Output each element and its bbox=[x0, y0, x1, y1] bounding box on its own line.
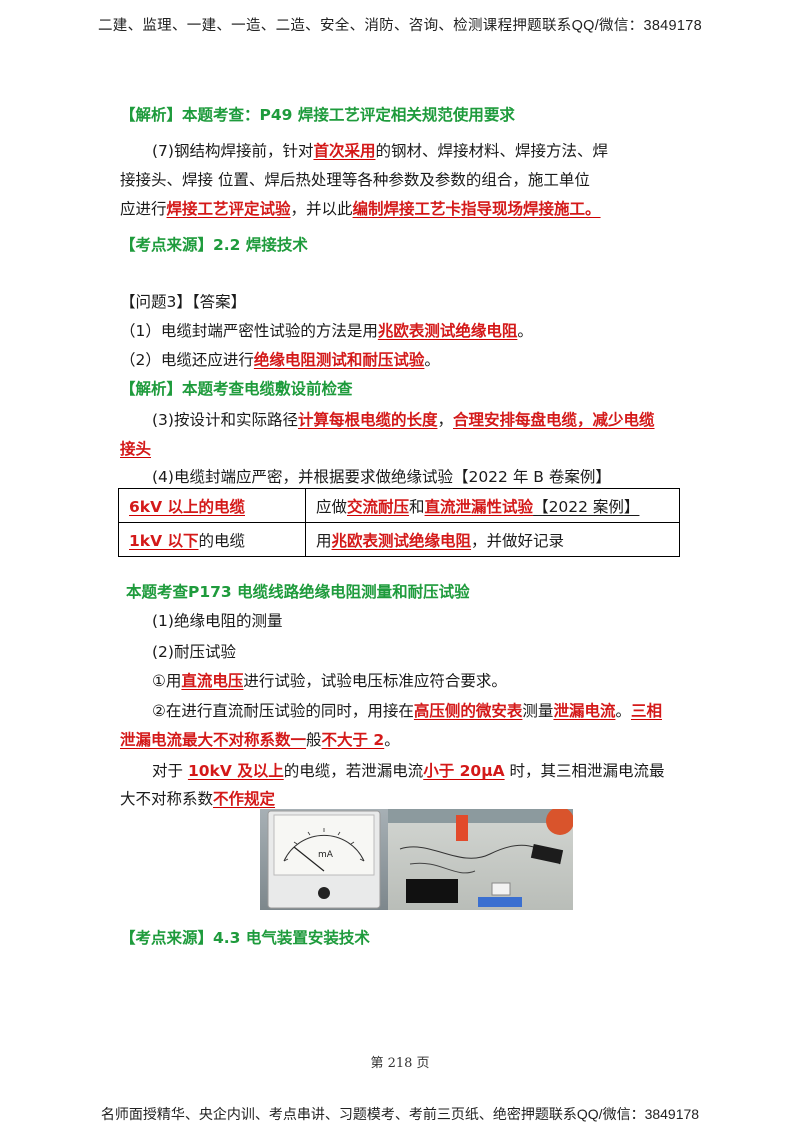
text: 的电缆，若泄漏电流 bbox=[283, 762, 424, 780]
paragraph-welding-line3: 应进行焊接工艺评定试验，并以此编制焊接工艺卡指导现场焊接施工。 bbox=[120, 197, 601, 221]
highlight-three-phase: 三相 bbox=[630, 702, 662, 720]
source-heading-electrical: 【考点来源】4.3 电气装置安装技术 bbox=[120, 929, 370, 947]
item-leakage-line1: ②在进行直流耐压试验的同时，用接在高压侧的微安表测量泄漏电流。三相 bbox=[152, 699, 662, 723]
highlight-procedure-qualification: 焊接工艺评定试验 bbox=[166, 200, 291, 218]
cable-test-table: 6kV 以上的电缆 应做交流耐压和直流泄漏性试验【2022 案例】 1kV 以下… bbox=[118, 488, 680, 557]
highlight-welding-card: 编制焊接工艺卡指导现场焊接施工。 bbox=[352, 200, 601, 218]
highlight-microammeter: 高压侧的微安表 bbox=[413, 702, 523, 720]
text: ①用 bbox=[152, 672, 182, 690]
text: ，并以此 bbox=[290, 200, 353, 218]
text: （1）电缆封端严密性试验的方法是用 bbox=[120, 322, 378, 340]
highlight-10kv: 10kV 及以上 bbox=[187, 762, 284, 780]
highlight-reduce-joints: 合理安排每盘电缆，减少电缆 bbox=[453, 411, 655, 429]
highlight-6kv: 6kV 以上的电缆 bbox=[129, 497, 245, 516]
meter-photo-illustration: mA bbox=[260, 809, 573, 910]
table-row: 6kV 以上的电缆 应做交流耐压和直流泄漏性试验【2022 案例】 bbox=[118, 488, 680, 523]
text: ， bbox=[437, 411, 453, 429]
text: 对于 bbox=[152, 762, 188, 780]
highlight-not-specified: 不作规定 bbox=[213, 790, 276, 808]
highlight-20ua: 小于 20μA bbox=[423, 762, 505, 780]
table-cell: 1kV 以下的电缆 bbox=[118, 522, 306, 557]
test-equipment-photo: mA bbox=[260, 809, 573, 910]
highlight-first-use: 首次采用 bbox=[313, 142, 376, 160]
dial-ticks bbox=[283, 828, 365, 862]
text: 。 bbox=[424, 351, 440, 369]
highlight-asymmetry: 泄漏电流最大不对称系数一 bbox=[120, 731, 307, 749]
black-device bbox=[530, 844, 564, 864]
test-cable bbox=[409, 862, 476, 874]
source-heading-welding: 【考点来源】2.2 焊接技术 bbox=[120, 236, 308, 254]
text: 大不对称系数 bbox=[120, 790, 214, 808]
highlight-leakage-current: 泄漏电流 bbox=[553, 702, 616, 720]
topic-heading-p173: 本题考查P173 电缆线路绝缘电阻测量和耐压试验 bbox=[126, 583, 470, 601]
page-footer: 名师面授精华、央企内训、考点串讲、习题模考、考前三页纸、绝密押题联系QQ/微信：… bbox=[100, 1106, 700, 1122]
text: (7)钢结构焊接前，针对 bbox=[152, 142, 314, 160]
highlight-ac-withstand: 交流耐压 bbox=[347, 497, 410, 516]
highlight-megger: 兆欧表测试绝缘电阻 bbox=[377, 322, 518, 340]
text: 应做 bbox=[316, 497, 348, 516]
text: (3)按设计和实际路径 bbox=[152, 411, 298, 429]
text: 。 bbox=[615, 702, 631, 720]
highlight-dc-leakage: 直流泄漏性试验 bbox=[424, 497, 534, 516]
orange-cylinder bbox=[456, 815, 468, 841]
highlight-cable-length: 计算每根电缆的长度 bbox=[297, 411, 438, 429]
ammeter-dial bbox=[273, 814, 375, 876]
highlight-dc-voltage: 直流电压 bbox=[181, 672, 244, 690]
text: 。 bbox=[517, 322, 533, 340]
orange-object bbox=[546, 809, 573, 835]
blue-connector bbox=[478, 897, 522, 907]
text: 。 bbox=[384, 731, 400, 749]
highlight-joints: 接头 bbox=[120, 440, 152, 458]
cable-point-4: (4)电缆封端应严密，并根据要求做绝缘试验【2022 年 B 卷案例】 bbox=[152, 468, 611, 486]
item-insulation-measure: (1)绝缘电阻的测量 bbox=[152, 612, 283, 630]
item-leakage-line2: 泄漏电流最大不对称系数一般不大于 2。 bbox=[120, 728, 400, 752]
text: 进行试验，试验电压标准应符合要求。 bbox=[243, 672, 507, 690]
table-cell: 6kV 以上的电缆 bbox=[118, 488, 306, 523]
question3-title: 【问题3】【答案】 bbox=[120, 293, 247, 311]
cable-point-3-line2: 接头 bbox=[120, 437, 151, 461]
zero-adjust-knob bbox=[318, 887, 330, 899]
case-ref: 【2022 案例】 bbox=[533, 497, 640, 516]
text: 般 bbox=[306, 731, 322, 749]
text: 时，其三相泄漏电流最 bbox=[504, 762, 665, 780]
analysis-heading-welding: 【解析】本题考查：P49 焊接工艺评定相关规范使用要求 bbox=[120, 106, 515, 124]
answer-2: （2）电缆还应进行绝缘电阻测试和耐压试验。 bbox=[120, 348, 440, 372]
item-withstand-test: (2)耐压试验 bbox=[152, 643, 236, 661]
item-10kv-line2: 大不对称系数不作规定 bbox=[120, 787, 275, 811]
text: 测量 bbox=[522, 702, 554, 720]
text: 和 bbox=[409, 497, 425, 516]
page-header: 二建、监理、一建、一造、二造、安全、消防、咨询、检测课程押题联系QQ/微信：38… bbox=[97, 18, 703, 34]
highlight-not-exceed-2: 不大于 2 bbox=[321, 731, 385, 749]
table-cell: 应做交流耐压和直流泄漏性试验【2022 案例】 bbox=[305, 488, 680, 523]
dial-scale-arc bbox=[283, 834, 365, 862]
highlight-1kv: 1kV 以下 bbox=[129, 531, 199, 550]
text: ，并做好记录 bbox=[471, 531, 565, 550]
text: 的钢材、焊接材料、焊接方法、焊 bbox=[375, 142, 608, 160]
text: 用 bbox=[316, 531, 332, 550]
black-panel bbox=[406, 879, 458, 903]
text: （2）电缆还应进行 bbox=[120, 351, 254, 369]
cable-point-3-line1: (3)按设计和实际路径计算每根电缆的长度，合理安排每盘电缆，减少电缆 bbox=[152, 408, 655, 432]
text: ②在进行直流耐压试验的同时，用接在 bbox=[152, 702, 414, 720]
item-10kv-line1: 对于 10kV 及以上的电缆，若泄漏电流小于 20μA 时，其三相泄漏电流最 bbox=[152, 759, 665, 783]
answer-1: （1）电缆封端严密性试验的方法是用兆欧表测试绝缘电阻。 bbox=[120, 319, 533, 343]
text: 应进行 bbox=[120, 200, 167, 218]
table-cell: 用兆欧表测试绝缘电阻，并做好记录 bbox=[305, 522, 680, 557]
item-dc-voltage: ①用直流电压进行试验，试验电压标准应符合要求。 bbox=[152, 669, 507, 693]
paragraph-welding-line1: (7)钢结构焊接前，针对首次采用的钢材、焊接材料、焊接方法、焊 bbox=[152, 139, 608, 163]
meter-unit-label: mA bbox=[318, 850, 334, 860]
page-number: 第 218 页 bbox=[370, 1056, 430, 1071]
dial-needle bbox=[293, 846, 325, 872]
test-setup-wall bbox=[388, 809, 573, 823]
text: 的电缆 bbox=[198, 531, 246, 550]
highlight-megger-2: 兆欧表测试绝缘电阻 bbox=[331, 531, 472, 550]
highlight-insulation-test: 绝缘电阻测试和耐压试验 bbox=[253, 351, 425, 369]
analysis-heading-cable: 【解析】本题考查电缆敷设前检查 bbox=[120, 380, 353, 398]
table-row: 1kV 以下的电缆 用兆欧表测试绝缘电阻，并做好记录 bbox=[118, 522, 680, 557]
paragraph-welding-line2: 接接头、焊接 位置、焊后热处理等各种参数及参数的组合，施工单位 bbox=[120, 171, 590, 189]
white-box bbox=[491, 882, 511, 896]
